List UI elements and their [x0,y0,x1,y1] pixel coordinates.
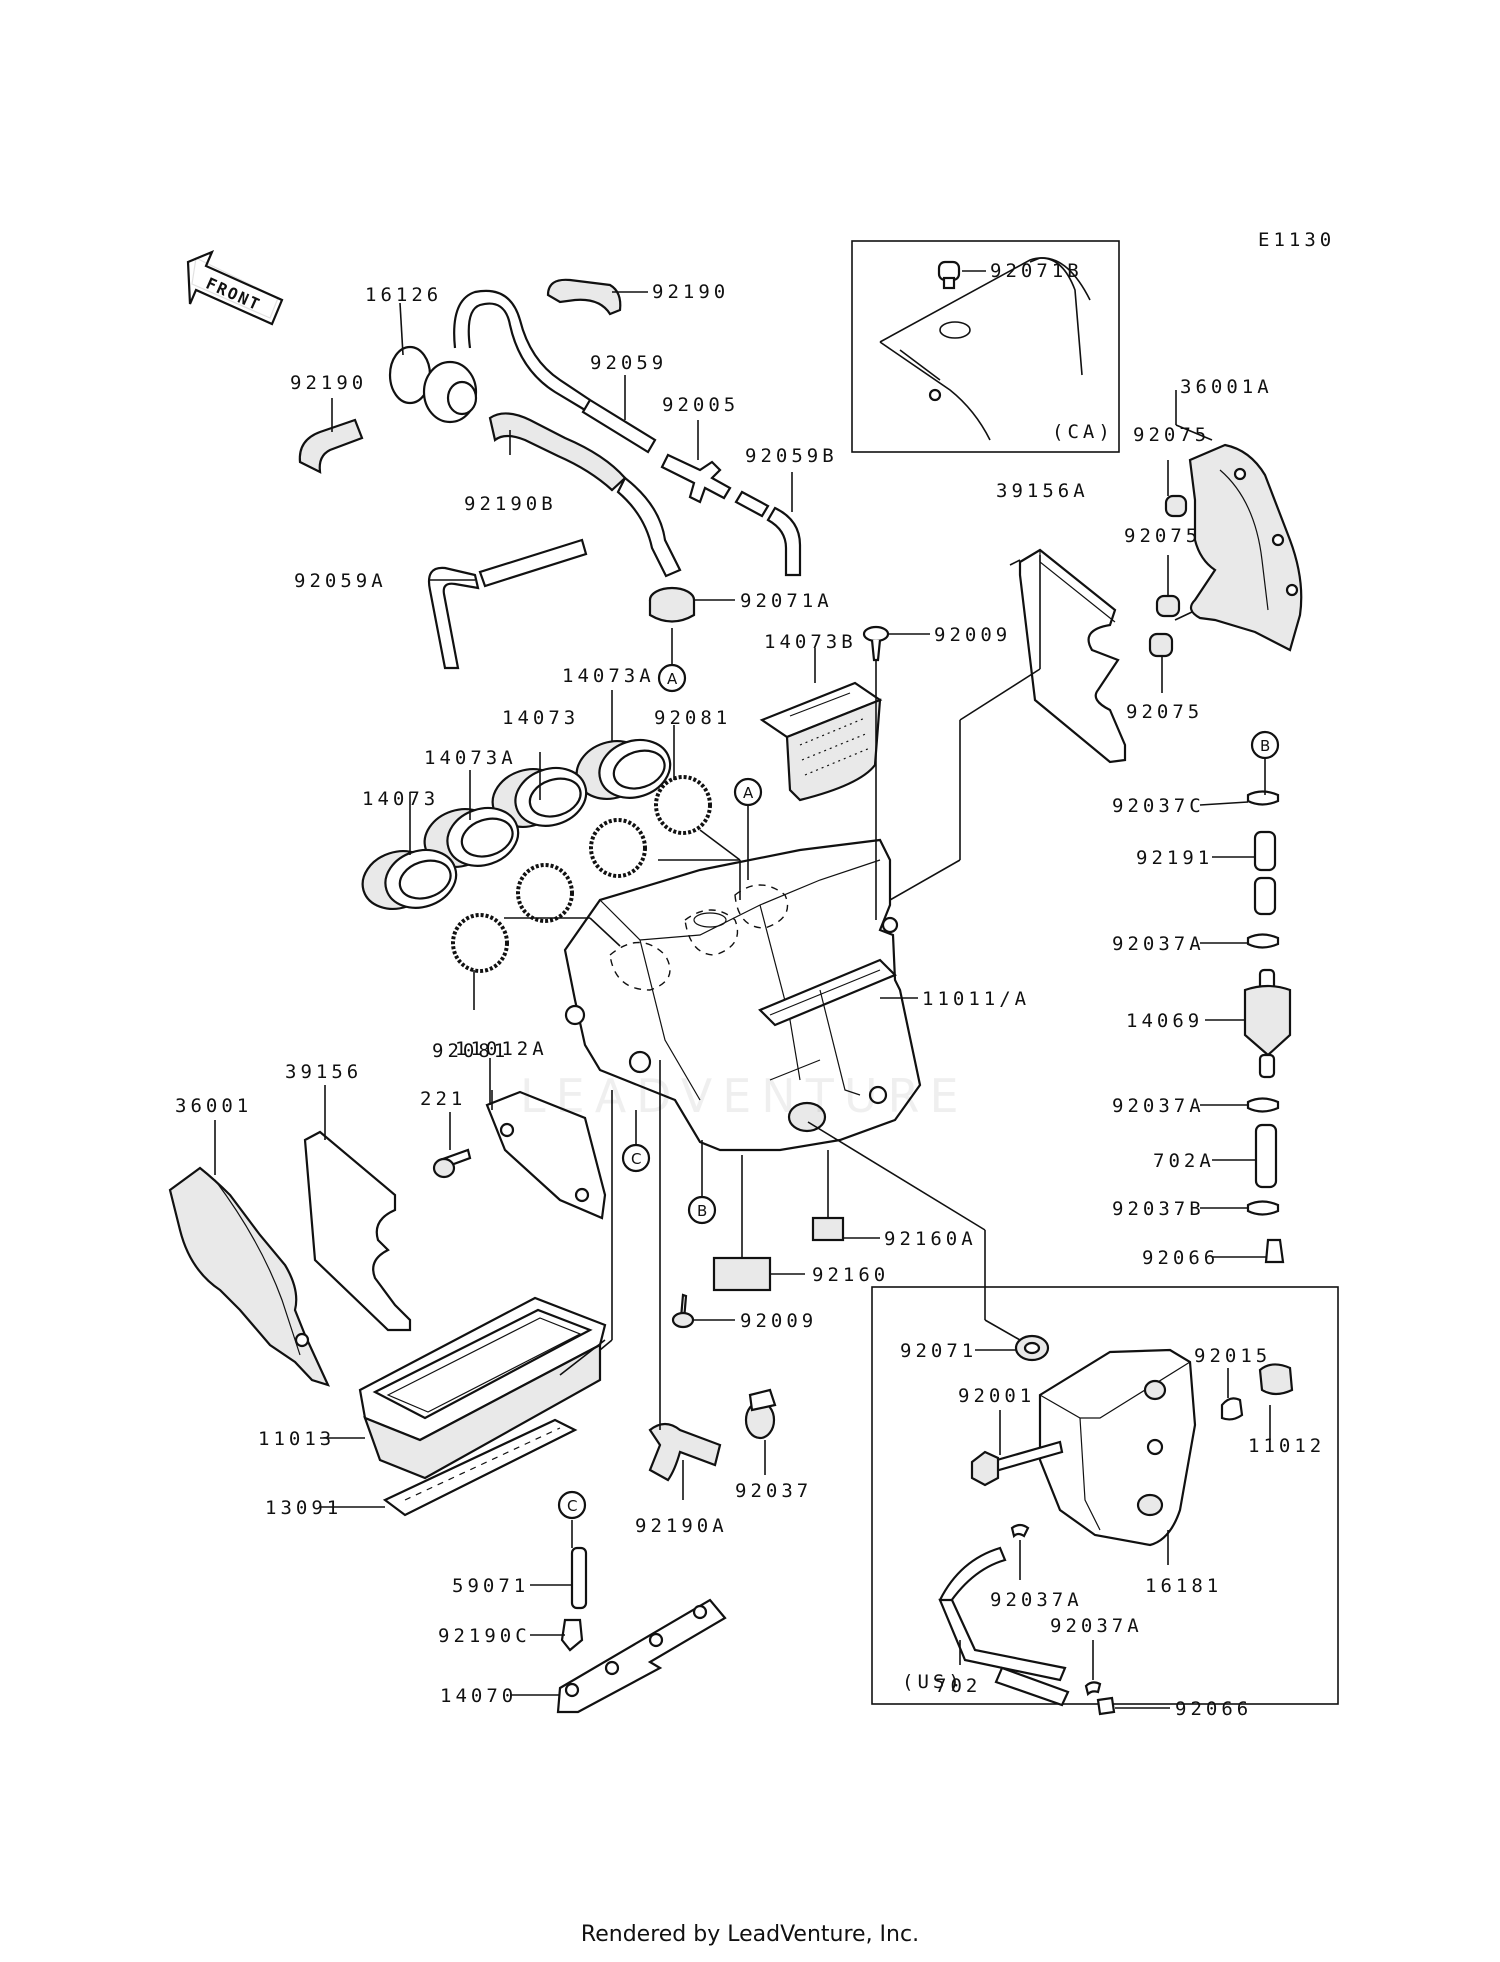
label-92075-3: 92075 [1126,701,1203,723]
label-92037a-4: 92037A [1050,1615,1143,1637]
filter-frame-13091 [382,1418,578,1517]
label-92009-bot: 92009 [740,1310,817,1332]
ca-inset-box [851,240,1120,453]
callout-b2: B [687,1195,717,1225]
us-inset-label: (US) [902,1671,964,1693]
label-92037c: 92037C [1112,795,1205,817]
label-36001: 36001 [175,1095,252,1117]
leader-lines [214,291,1271,1709]
label-16181: 16181 [1145,1575,1222,1597]
carb-boot-set [361,738,712,973]
label-11012: 11012 [1248,1435,1325,1457]
plate-11012a [485,1090,607,1220]
label-92190-left: 92190 [290,372,367,394]
label-92059b: 92059B [745,445,838,467]
label-92075-2: 92075 [1124,525,1201,547]
label-92071a: 92071A [740,590,833,612]
label-59071: 59071 [452,1575,529,1597]
callout-c1: C [621,1143,651,1173]
side-cover-36001 [168,1166,331,1387]
label-14073-2: 14073 [362,788,439,810]
diagram-code: E1130 [1258,229,1335,251]
footer-credit: Rendered by LeadVenture, Inc. [580,1922,920,1947]
label-92066-2: 92066 [1175,1698,1252,1720]
label-92005: 92005 [662,394,739,416]
label-92190b: 92190B [464,493,557,515]
filter-element-14073b [759,681,883,802]
label-92037: 92037 [735,1480,812,1502]
label-14073a-1: 14073A [562,665,655,687]
separator-tank-16181 [1038,1348,1197,1547]
side-cover-36001a [1188,443,1303,652]
drain-hose-assembly [556,1060,777,1714]
label-92191: 92191 [1136,847,1213,869]
label-16126: 16126 [365,284,442,306]
label-36001a: 36001A [1180,376,1273,398]
front-arrow-icon [186,249,284,326]
callout-a1: A [657,663,687,693]
label-92081-1: 92081 [654,707,731,729]
screw-221 [432,1148,472,1179]
label-11013: 11013 [258,1428,335,1450]
label-14069: 14069 [1126,1010,1203,1032]
callout-c2: C [557,1490,587,1520]
label-702a: 702A [1153,1150,1215,1172]
callout-b1: B [1250,730,1280,760]
breather-line-parts [1243,790,1292,1264]
label-92190-top: 92190 [652,281,729,303]
label-11011a: 11011/A [922,988,1030,1010]
label-14073b: 14073B [764,631,857,653]
label-39156a: 39156A [996,480,1089,502]
label-92071: 92071 [900,1340,977,1362]
ca-inset-part-drawing [879,257,1091,441]
callout-a2: A [733,777,763,807]
label-39156: 39156 [285,1061,362,1083]
label-13091: 13091 [265,1497,342,1519]
label-92190a: 92190A [635,1515,728,1537]
label-14070: 14070 [440,1685,517,1707]
label-92015: 92015 [1194,1345,1271,1367]
label-92066-1: 92066 [1142,1247,1219,1269]
label-92160: 92160 [812,1264,889,1286]
label-92037a-1: 92037A [1112,933,1205,955]
plate-39156a [1018,548,1127,764]
ca-inset-label: (CA) [1052,421,1114,443]
svg-text:C: C [631,1150,641,1168]
label-92071b: 92071B [990,260,1083,282]
label-92081-2: 92081 [432,1040,509,1062]
us-inset-small-parts [938,1334,1294,1716]
label-92037a-2: 92037A [1112,1095,1205,1117]
label-92190c: 92190C [438,1625,531,1647]
hose-assembly-top [298,278,802,670]
label-92037a-3: 92037A [990,1589,1083,1611]
air-box-11011a [563,838,922,1152]
label-702: 702 [935,1675,981,1697]
screw-92009-top [862,625,890,662]
pad-92160a [811,1216,845,1242]
label-92059a: 92059A [294,570,387,592]
label-92009-top: 92009 [934,624,1011,646]
label-14073a-2: 14073A [424,747,517,769]
pad-92160 [712,1256,772,1292]
label-11012a: 11012A [455,1038,548,1060]
label-14073-1: 14073 [502,707,579,729]
svg-text:C: C [567,1497,577,1515]
filter-11013 [358,1296,607,1480]
svg-text:B: B [697,1202,707,1220]
svg-text:B: B [1260,737,1270,755]
svg-text:A: A [667,670,678,688]
label-92075-1: 92075 [1133,424,1210,446]
label-92037b: 92037B [1112,1198,1205,1220]
svg-text:A: A [743,784,754,802]
label-92059: 92059 [590,352,667,374]
label-92160a: 92160A [884,1228,977,1250]
watermark-text: LEADVENTURE [520,1069,969,1123]
label-92001: 92001 [958,1385,1035,1407]
plate-39156 [303,1130,412,1332]
label-221: 221 [420,1088,466,1110]
